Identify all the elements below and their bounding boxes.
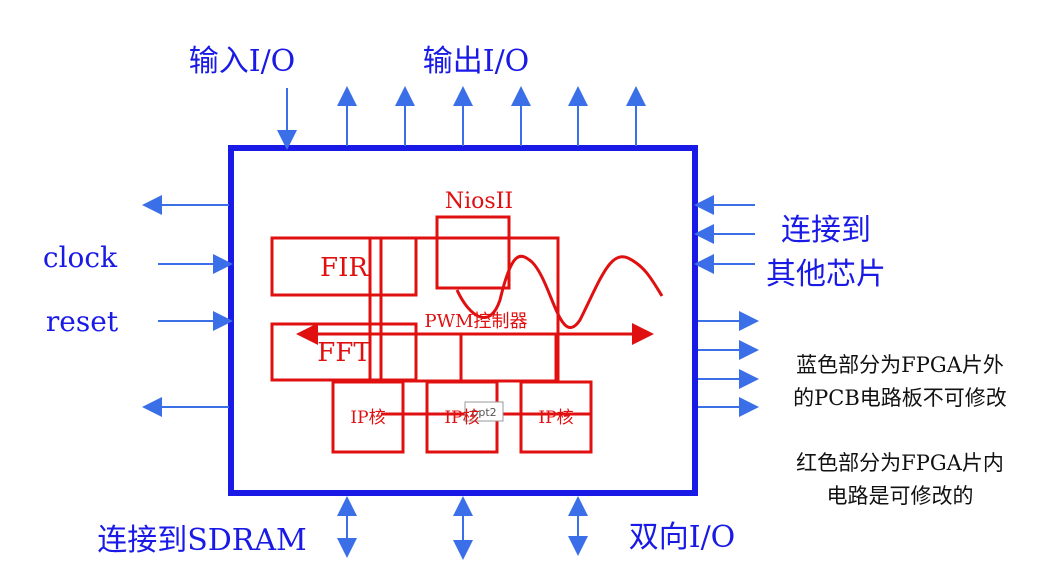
bidirectional-arrows: [337, 496, 588, 560]
nios-label: NiosII: [445, 189, 513, 214]
ip-label-2: IP核: [444, 408, 479, 428]
ip-label-1: IP核: [350, 408, 385, 428]
right-output-arrows: [698, 311, 759, 417]
ip-label-3: IP核: [538, 408, 573, 428]
left-side-arrows: [142, 195, 233, 417]
ip-block-1: [331, 380, 405, 454]
connect-other-label-2: 其他芯片: [766, 257, 886, 292]
pwm-waveform: [455, 254, 664, 330]
connect-sdram-label: 连接到SDRAM: [97, 523, 307, 558]
reset-label: reset: [46, 305, 119, 338]
internal-circuit: [270, 215, 664, 454]
fir-label: FIR: [320, 253, 369, 283]
output-io-label: 输出I/O: [423, 44, 530, 79]
connect-other-label-1: 连接到: [781, 213, 871, 248]
note-blue-line2: 的PCB电路板不可修改: [793, 386, 1007, 410]
output-io-arrows: [337, 86, 646, 146]
ppt-tag: ppt2: [471, 406, 496, 419]
nios-block: [435, 215, 511, 290]
note-red-line2: 电路是可修改的: [827, 484, 974, 508]
ppt-tag-box: [464, 401, 504, 422]
right-input-arrows: [694, 195, 755, 274]
fft-label: FFT: [317, 338, 371, 368]
note-blue-line1: 蓝色部分为FPGA片外: [796, 353, 1004, 377]
clock-label: clock: [43, 241, 118, 274]
bidirectional-io-label: 双向I/O: [629, 520, 736, 555]
input-io-label: 输入I/O: [189, 44, 296, 79]
fir-block: [270, 236, 418, 297]
note-red-line1: 红色部分为FPGA片内: [796, 451, 1004, 475]
pwm-label: PWM控制器: [424, 311, 527, 332]
